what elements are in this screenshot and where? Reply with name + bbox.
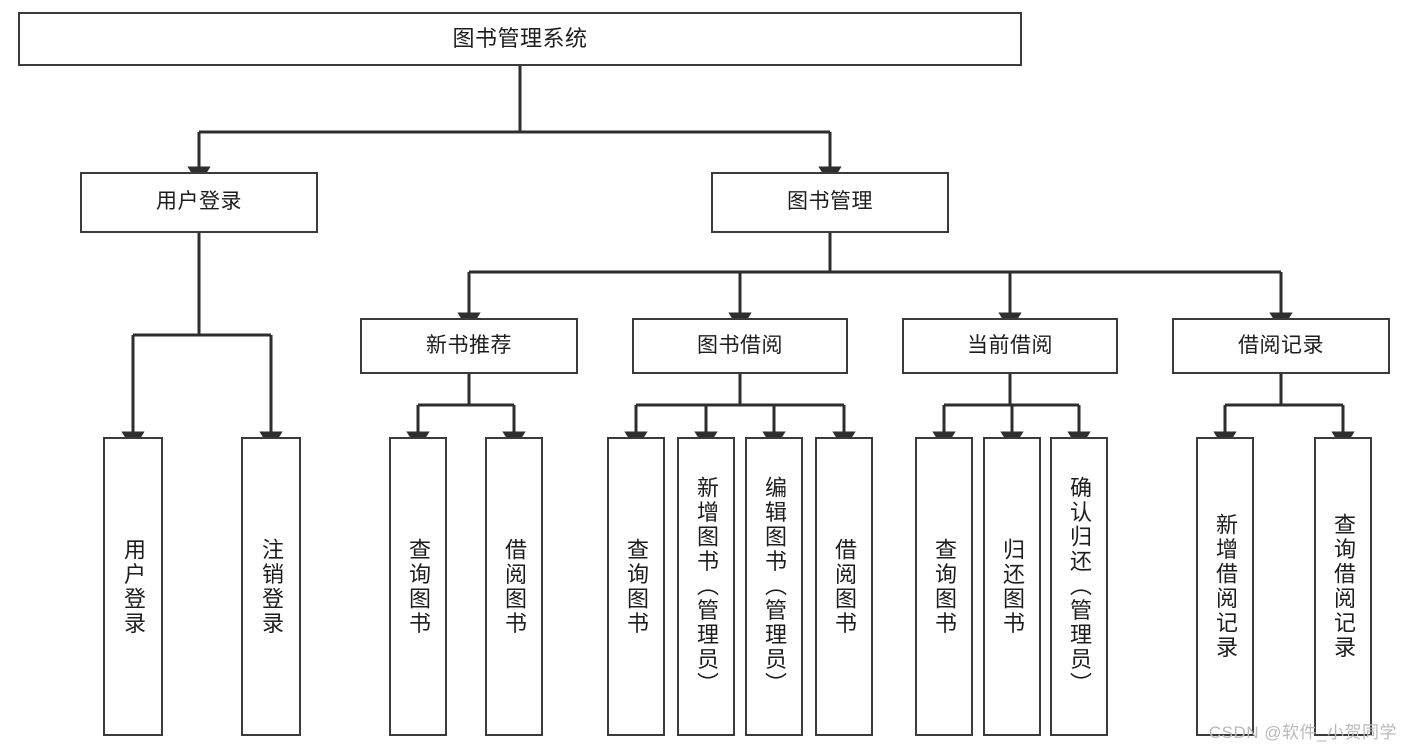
- node-label: 借阅图书: [832, 537, 857, 636]
- node-label: 查询图书: [932, 537, 957, 636]
- node-leaf-borrow-book-2[interactable]: 借阅图书: [815, 437, 873, 736]
- node-label: 查询图书: [624, 537, 649, 636]
- node-leaf-add-book[interactable]: 新增图书（管理员）: [677, 437, 735, 736]
- node-label: 新增图书（管理员）: [694, 476, 719, 697]
- node-leaf-query-record[interactable]: 查询借阅记录: [1314, 437, 1372, 736]
- node-leaf-query-book-3[interactable]: 查询图书: [915, 437, 973, 736]
- node-label: 用户登录: [121, 537, 146, 636]
- connector-lines: [121, 66, 1355, 450]
- node-label: 注销登录: [259, 537, 284, 636]
- node-label: 图书借阅: [697, 333, 783, 357]
- node-leaf-query-book-2[interactable]: 查询图书: [607, 437, 665, 736]
- node-leaf-edit-book[interactable]: 编辑图书（管理员）: [745, 437, 803, 736]
- node-leaf-add-record[interactable]: 新增借阅记录: [1196, 437, 1254, 736]
- node-label: 编辑图书（管理员）: [762, 476, 787, 697]
- node-leaf-return-book[interactable]: 归还图书: [983, 437, 1041, 736]
- node-label: 用户登录: [156, 190, 242, 214]
- node-label: 图书管理系统: [452, 26, 588, 52]
- node-new-book-recommend[interactable]: 新书推荐: [360, 318, 578, 374]
- node-book-manage[interactable]: 图书管理: [711, 172, 949, 233]
- node-label: 借阅图书: [502, 537, 527, 636]
- node-label: 查询图书: [406, 537, 431, 636]
- node-label: 确认归还（管理员）: [1067, 476, 1092, 697]
- node-label: 借阅记录: [1238, 333, 1324, 357]
- node-borrow-record[interactable]: 借阅记录: [1172, 318, 1390, 374]
- node-leaf-confirm-return[interactable]: 确认归还（管理员）: [1050, 437, 1108, 736]
- node-label: 新书推荐: [426, 333, 512, 357]
- node-label: 新增借阅记录: [1213, 513, 1238, 660]
- node-label: 查询借阅记录: [1331, 513, 1356, 660]
- node-leaf-logout[interactable]: 注销登录: [241, 437, 301, 736]
- node-user-login[interactable]: 用户登录: [80, 172, 318, 233]
- node-leaf-user-login[interactable]: 用户登录: [103, 437, 163, 736]
- node-leaf-query-book-1[interactable]: 查询图书: [389, 437, 447, 736]
- node-label: 归还图书: [1000, 537, 1025, 636]
- node-current-borrow[interactable]: 当前借阅: [902, 318, 1118, 374]
- node-root-book-management-system[interactable]: 图书管理系统: [18, 12, 1022, 66]
- node-label: 当前借阅: [967, 333, 1053, 357]
- node-book-borrow[interactable]: 图书借阅: [632, 318, 848, 374]
- node-label: 图书管理: [787, 190, 873, 214]
- node-leaf-borrow-book-1[interactable]: 借阅图书: [485, 437, 543, 736]
